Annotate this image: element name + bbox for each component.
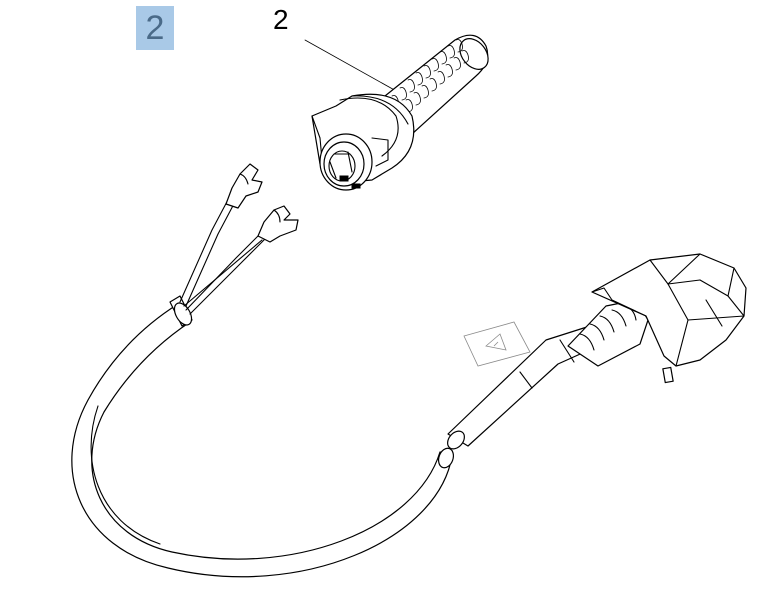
callout-label: 2	[273, 4, 289, 35]
highlighted-item-number: 2	[136, 6, 174, 50]
callout-leader-line	[304, 39, 399, 93]
warning-label-icon	[463, 321, 531, 367]
power-plug-icon[interactable]	[567, 253, 747, 384]
power-cable-icon[interactable]	[71, 163, 599, 578]
heating-element-icon[interactable]	[311, 33, 494, 191]
